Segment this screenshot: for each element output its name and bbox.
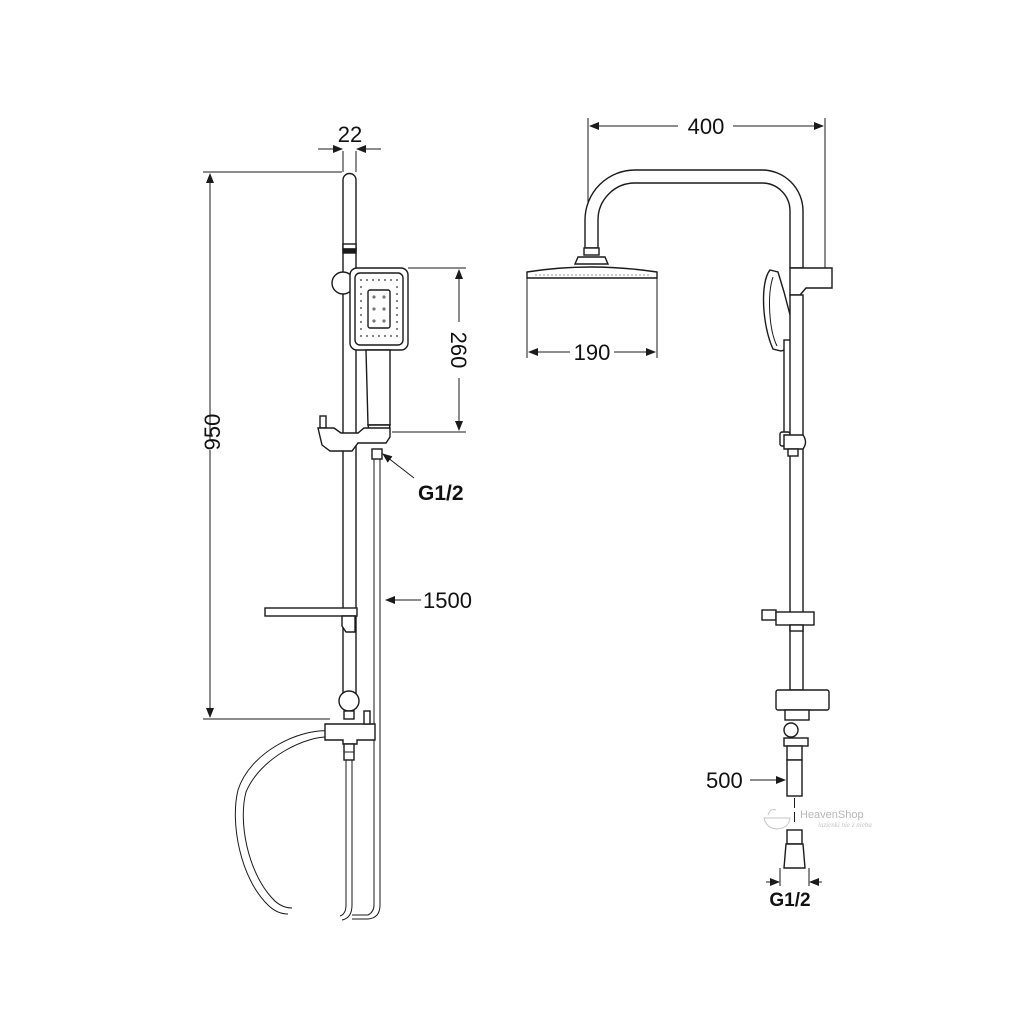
hand-shower-dimension: 260	[392, 267, 471, 433]
connection-thread-label-right: G1/2	[769, 890, 810, 911]
slider-holder	[317, 415, 391, 452]
head-diameter-label: 190	[574, 340, 611, 365]
total-height-label: 950	[200, 414, 225, 451]
shower-hose	[234, 448, 383, 920]
hand-shower-length-label: 260	[446, 332, 471, 369]
front-view: 400 190	[526, 114, 833, 911]
nozzle-dots	[359, 278, 399, 338]
watermark: HeavenShop lazienki nie z nieba	[763, 809, 872, 830]
side-view: 22 950	[200, 122, 472, 921]
shower-arm	[584, 169, 804, 269]
soap-shelf	[264, 607, 358, 633]
supply-length-dimension: 500	[706, 768, 786, 793]
front-soap-shelf	[761, 609, 815, 632]
total-height-dimension: 950	[200, 171, 342, 720]
supply-length-label: 500	[706, 768, 743, 793]
watermark-tagline: lazienki nie z nieba	[818, 821, 872, 829]
connection-thread-label-left: G1/2	[418, 482, 464, 505]
front-diverter	[775, 689, 830, 822]
head-diameter-dimension: 190	[526, 278, 658, 365]
hand-shower	[331, 267, 409, 441]
supply-fitting: G1/2	[766, 829, 822, 911]
arm-reach-label: 400	[688, 114, 725, 139]
diverter-valve	[324, 690, 376, 921]
hose-length-dimension: 1500	[385, 588, 472, 613]
connection-callout-left: G1/2	[382, 453, 464, 505]
pipe-diameter-label: 22	[338, 122, 362, 147]
arm-reach-dimension: 400	[587, 114, 826, 268]
hose-length-label: 1500	[423, 588, 472, 613]
rain-shower-head	[526, 247, 658, 279]
front-holder	[779, 431, 807, 457]
bathtub-icon	[763, 809, 791, 830]
pipe-diameter-dimension: 22	[318, 122, 381, 172]
watermark-brand: HeavenShop	[800, 809, 864, 821]
